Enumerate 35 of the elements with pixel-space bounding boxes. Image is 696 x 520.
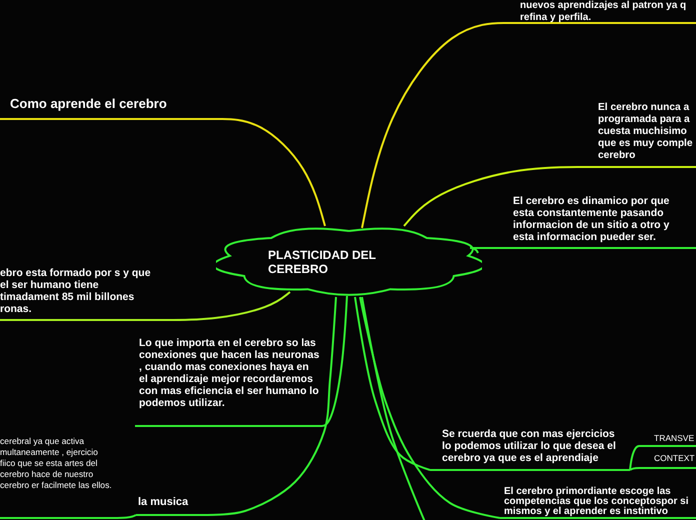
topic-text: El cerebro es dinamico por que esta constantemente pasando informacion de un sitio a otro y esta informacion pueder ser. xyxy=(513,195,670,243)
branch-line xyxy=(403,166,590,227)
topic-text: la musica xyxy=(138,496,190,508)
topic-underline xyxy=(0,267,165,321)
topic-text: ebro esta formado por s y que el ser humano tiene timadament 85 mil billones ronas. xyxy=(0,267,152,315)
central-topic: PLASTICIDAD DEL CEREBRO xyxy=(268,248,377,276)
topic-underline xyxy=(590,102,696,168)
branch-line xyxy=(629,467,640,471)
topic-underline xyxy=(640,452,696,469)
branch-line xyxy=(361,22,514,228)
branch-line xyxy=(320,296,348,427)
topic-underline xyxy=(640,432,696,447)
topic-underline xyxy=(470,195,696,249)
branch-line xyxy=(165,291,291,321)
topic-text: El cerebro primordiante escoge las competencias que los conceptospor si mismos y el aprender es instintivo xyxy=(504,487,690,517)
branch-line xyxy=(629,445,640,470)
branch-line xyxy=(205,296,337,516)
branch-line xyxy=(354,296,430,471)
topic-underline xyxy=(430,428,630,471)
topic-underline xyxy=(0,96,215,120)
topic-underline xyxy=(136,496,205,516)
topic-text: El cerebro nunca a programada para a cuesta muchisimo que es muy comple cerebro xyxy=(598,102,694,162)
topic-text: TRANSVE xyxy=(654,432,696,444)
topic-text: Se rcuerda que con mas ejercicios lo podemos utilizar lo que desea el cerebro ya que es el aprendiaje xyxy=(442,428,617,464)
branch-line xyxy=(215,118,326,226)
topic-underline xyxy=(135,337,320,427)
branch-line xyxy=(361,296,426,520)
topic-text: cerebral ya que activa multaneamente , ejercicio fiico que se esta artes del cerebro hace de nuestro cerebro er facilmete las ellos. xyxy=(0,436,113,491)
branch-line xyxy=(116,514,136,519)
topic-text: CONTEXT xyxy=(654,452,696,464)
topic-text: nuevos aprendizajes al patron ya q refina y perfila. xyxy=(520,0,688,24)
topic-underline xyxy=(0,436,116,519)
topic-text: Como aprende el cerebro xyxy=(10,96,168,112)
topic-text: Lo que importa en el cerebro so las conexiones que hacen las neuronas , cuando mas conexiones haya en el aprendizaje mejor recordaremos con mas eficiencia el ser humano lo podemos utilizar. xyxy=(139,337,320,409)
branch-line xyxy=(359,296,500,519)
